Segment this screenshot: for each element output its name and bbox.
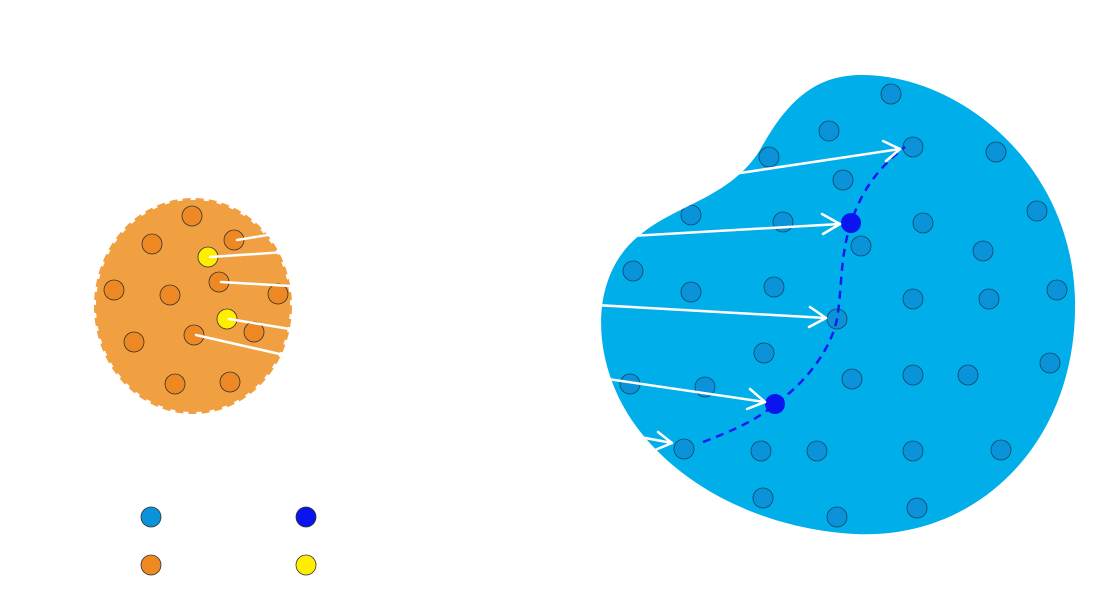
dark-blue-point: [765, 394, 785, 414]
large-region: [601, 75, 1076, 535]
legend: [140, 506, 317, 576]
blue-point: [622, 260, 644, 282]
blue-point: [1046, 279, 1068, 301]
blue-point: [772, 211, 794, 233]
blue-point: [985, 141, 1007, 163]
blue-point: [753, 342, 775, 364]
arrow-tail: [219, 280, 292, 288]
yellow-point: [216, 308, 238, 330]
blue-point: [902, 136, 924, 158]
blue-point: [841, 368, 863, 390]
dark-blue-points: [765, 213, 861, 414]
blue-point: [972, 240, 994, 262]
legend-orange-point: [140, 554, 162, 576]
blue-points: [619, 83, 1068, 528]
blue-point: [906, 497, 928, 519]
blue-point: [880, 83, 902, 105]
yellow-points: [197, 246, 238, 330]
blue-point: [990, 439, 1012, 461]
small-region-shape: [94, 198, 292, 414]
arrow: [601, 370, 767, 411]
blue-point: [912, 212, 934, 234]
blue-point: [902, 440, 924, 462]
arrow-tail: [235, 231, 282, 242]
blue-point: [850, 235, 872, 257]
blue-point: [752, 487, 774, 509]
legend-dark-blue-point: [295, 506, 317, 528]
orange-point: [123, 331, 145, 353]
blue-point: [806, 440, 828, 462]
blue-point: [680, 281, 702, 303]
arrow-tail: [194, 333, 286, 357]
arrow-tail: [208, 250, 287, 259]
small-region: [94, 198, 292, 414]
blue-point: [750, 440, 772, 462]
blue-point: [1039, 352, 1061, 374]
orange-point: [103, 279, 125, 301]
dashed-trajectory: [702, 146, 906, 444]
blue-point: [758, 146, 780, 168]
blue-point: [1026, 200, 1048, 222]
legend-blue-point: [140, 506, 162, 528]
orange-point: [141, 233, 163, 255]
orange-point: [183, 324, 205, 346]
orange-point: [164, 373, 186, 395]
blue-point: [902, 364, 924, 386]
orange-points: [103, 205, 289, 395]
orange-point: [159, 284, 181, 306]
blue-point: [826, 506, 848, 528]
blue-point: [978, 288, 1000, 310]
dark-blue-point: [841, 213, 861, 233]
blue-point: [680, 204, 702, 226]
arrow: [601, 301, 828, 329]
blue-point: [763, 276, 785, 298]
arrow-tail: [227, 317, 292, 331]
large-region-shape: [601, 75, 1076, 535]
orange-point: [267, 283, 289, 305]
blue-point: [832, 169, 854, 191]
blue-point: [902, 288, 924, 310]
legend-yellow-point: [295, 554, 317, 576]
orange-point: [219, 371, 241, 393]
blue-point: [818, 120, 840, 142]
orange-point: [181, 205, 203, 227]
blue-point: [957, 364, 979, 386]
blue-point: [673, 438, 695, 460]
